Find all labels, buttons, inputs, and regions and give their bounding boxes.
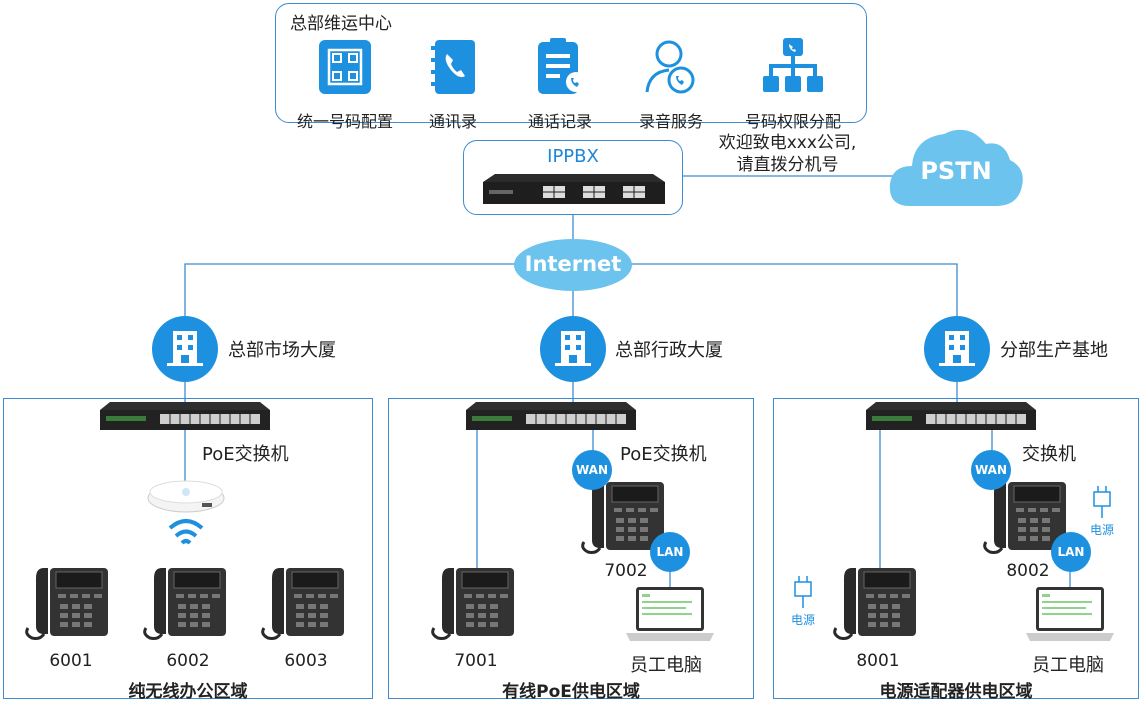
contacts-book-icon — [431, 40, 475, 94]
greeting-text: 欢迎致电xxx公司, 请直拨分机号 — [700, 132, 875, 176]
poe-switch-device[interactable] — [100, 402, 270, 432]
extension-number: 8001 — [856, 651, 900, 671]
wan-badge: WAN — [572, 450, 612, 490]
service-permission[interactable]: 号码权限分配 — [738, 36, 848, 132]
wan-badge: WAN — [971, 450, 1011, 490]
wireless-ap-device[interactable] — [146, 476, 226, 548]
power-plug-icon — [1093, 486, 1111, 518]
ip-phone-device[interactable] — [22, 562, 112, 644]
service-contacts[interactable]: 通讯录 — [398, 36, 508, 132]
poe-switch-device[interactable] — [466, 402, 636, 432]
extension-number: 7002 — [604, 561, 648, 581]
power-label: 电源 — [1089, 523, 1114, 537]
service-call-log[interactable]: 通话记录 — [505, 36, 615, 132]
service-label: 通话记录 — [527, 112, 592, 131]
greeting-line-1: 欢迎致电xxx公司, — [718, 133, 857, 153]
zone-adapter — [773, 398, 1139, 699]
extension-number: 7001 — [454, 651, 498, 671]
pc-label: 员工电脑 — [630, 655, 702, 676]
ip-phone-device[interactable] — [830, 562, 920, 644]
ippbx-title: IPPBX — [547, 146, 599, 167]
ip-phone-device[interactable] — [140, 562, 230, 644]
ip-phone-device[interactable] — [980, 476, 1070, 558]
zone-label: 电源适配器供电区域 — [879, 682, 1033, 702]
permission-tree-icon — [763, 38, 823, 92]
ip-phone-device[interactable] — [258, 562, 348, 644]
extension-number: 8002 — [1006, 561, 1050, 581]
service-label: 号码权限分配 — [744, 112, 841, 131]
service-label: 录音服务 — [638, 112, 703, 131]
ip-phone-device[interactable] — [578, 476, 668, 558]
pstn-label: PSTN — [920, 157, 992, 185]
pc-label: 员工电脑 — [1032, 655, 1104, 676]
building-label-branch: 分部生产基地 — [1000, 340, 1108, 361]
internet-cloud[interactable] — [514, 239, 632, 291]
hq-title: 总部维运中心 — [290, 14, 392, 34]
hq-operations-panel — [275, 3, 867, 123]
building-icon — [924, 316, 990, 382]
zone-label: 有线PoE供电区域 — [502, 682, 640, 702]
building-icon — [152, 316, 218, 382]
switch-device[interactable] — [866, 402, 1036, 432]
switch-label: 交换机 — [1022, 444, 1076, 465]
building-label-market: 总部市场大厦 — [228, 340, 336, 361]
unified-number-icon — [319, 40, 371, 94]
service-label: 统一号码配置 — [296, 112, 393, 131]
pstn-cloud[interactable] — [886, 118, 1026, 210]
building-label-admin: 总部行政大厦 — [615, 340, 723, 361]
ippbx-device[interactable] — [483, 172, 665, 208]
zone-poe — [388, 398, 754, 699]
switch-label: PoE交换机 — [620, 444, 707, 465]
employee-pc-icon[interactable] — [624, 585, 716, 645]
service-recording[interactable]: 录音服务 — [616, 36, 726, 132]
zone-wireless — [3, 398, 373, 699]
power-label: 电源 — [790, 613, 815, 627]
lan-badge: LAN — [1051, 532, 1091, 572]
power-plug-icon — [794, 576, 812, 608]
ip-phone-device[interactable] — [428, 562, 518, 644]
internet-label: Internet — [524, 252, 622, 276]
extension-number: 6001 — [49, 651, 93, 671]
recording-icon — [645, 40, 695, 94]
lan-badge: LAN — [650, 532, 690, 572]
extension-number: 6002 — [166, 651, 210, 671]
building-icon — [540, 316, 606, 382]
service-unified-number[interactable]: 统一号码配置 — [290, 36, 400, 132]
ippbx-panel — [463, 140, 683, 215]
service-label: 通讯录 — [428, 112, 477, 131]
extension-number: 6003 — [284, 651, 328, 671]
switch-label: PoE交换机 — [202, 444, 289, 465]
greeting-line-2: 请直拨分机号 — [736, 155, 839, 175]
employee-pc-icon[interactable] — [1024, 585, 1116, 645]
zone-label: 纯无线办公区域 — [128, 682, 248, 702]
call-log-icon — [538, 38, 586, 94]
